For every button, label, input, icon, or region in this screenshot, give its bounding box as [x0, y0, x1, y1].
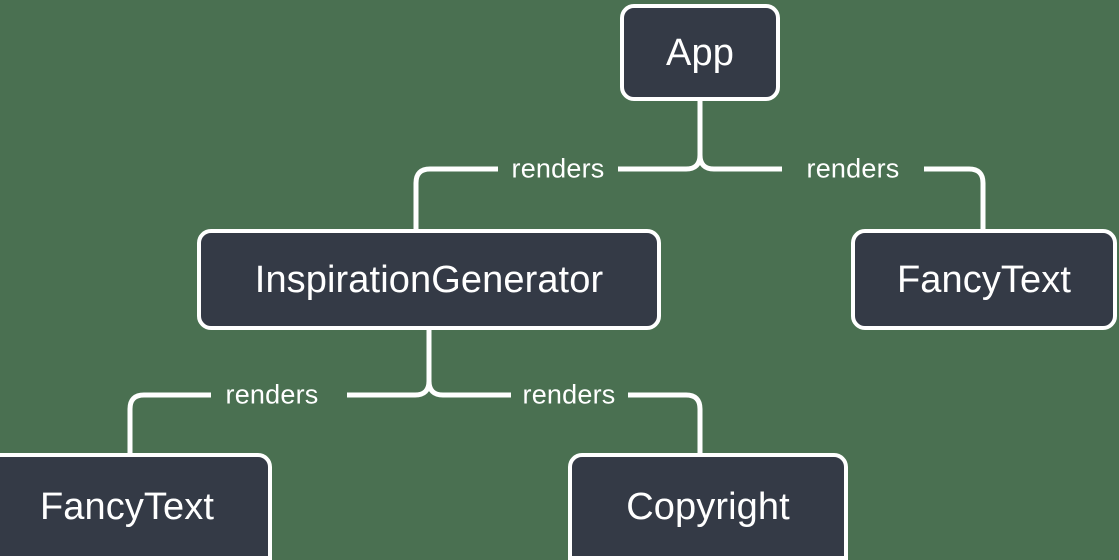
edge-inspirationgenerator-to-fancytext-bottom	[127, 392, 211, 453]
node-app[interactable]: App	[620, 4, 780, 101]
node-copyright[interactable]: Copyright	[568, 453, 848, 560]
node-app-label: App	[666, 31, 734, 74]
edge-app-junction-right	[697, 154, 782, 172]
edge-inspirationgenerator-junction-right	[426, 380, 511, 398]
edge-label-app-inspirationgenerator: renders	[511, 153, 605, 184]
node-copyright-label: Copyright	[626, 485, 790, 528]
node-fancytext-right[interactable]: FancyText	[851, 229, 1117, 330]
edge-label-app-fancytext-right: renders	[806, 153, 900, 184]
edge-app-junction-left	[618, 154, 703, 172]
edge-inspirationgenerator-junction-left	[347, 380, 432, 398]
node-fancytext-bottom-label: FancyText	[39, 485, 215, 528]
edge-app-to-fancytext-right	[924, 166, 986, 229]
edge-app-to-inspirationgenerator	[413, 166, 498, 229]
edge-label-inspirationgenerator-copyright: renders	[522, 379, 616, 410]
node-fancytext-bottom[interactable]: FancyText	[0, 453, 272, 560]
node-inspirationgenerator-label: InspirationGenerator	[254, 258, 604, 301]
edge-inspirationgenerator-to-copyright	[628, 392, 703, 453]
node-inspirationgenerator[interactable]: InspirationGenerator	[197, 229, 661, 330]
node-fancytext-right-label: FancyText	[896, 258, 1072, 301]
edge-label-inspirationgenerator-fancytext-bottom: renders	[225, 379, 319, 410]
